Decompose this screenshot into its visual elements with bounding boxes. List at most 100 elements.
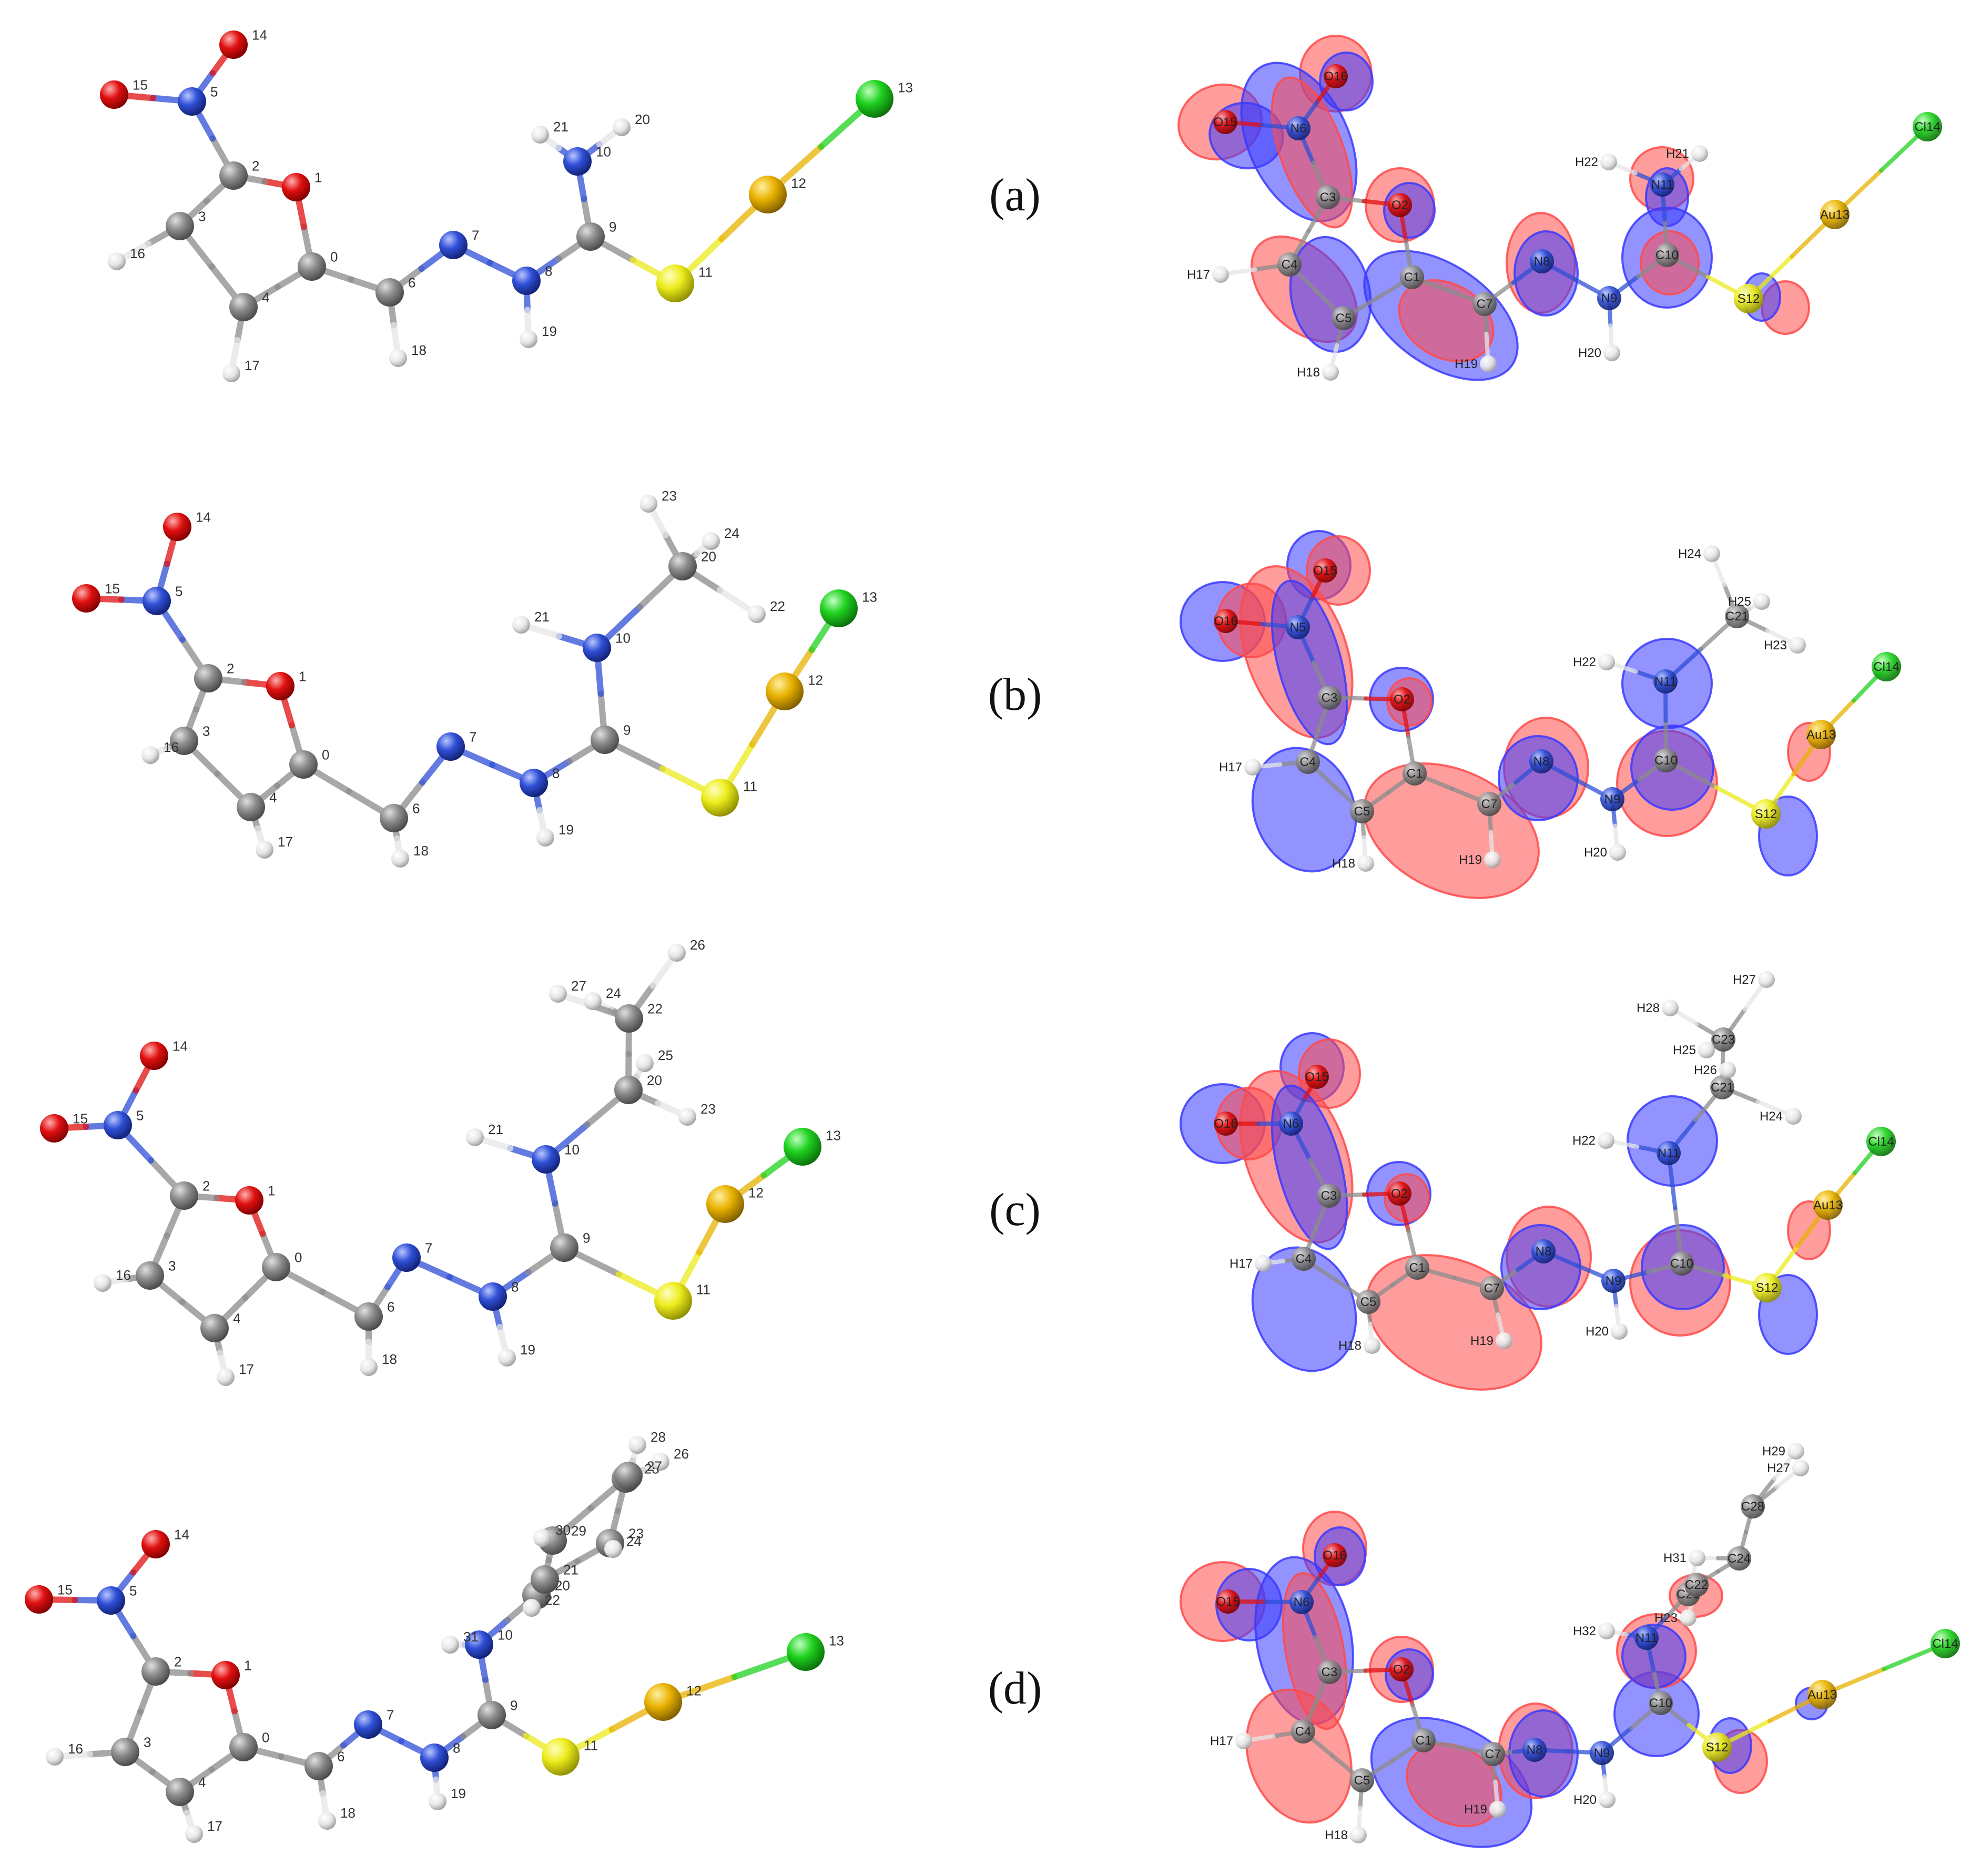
atom-label: H18 — [1325, 1828, 1348, 1842]
atom-C5 — [1356, 1290, 1380, 1314]
atom-number-label: 10 — [615, 630, 631, 646]
atom-label: O2 — [1393, 1663, 1410, 1677]
atom-22 — [523, 1599, 541, 1617]
atom-label: H19 — [1464, 1802, 1487, 1817]
atom-number-label: 6 — [412, 801, 420, 817]
atom-number-label: 19 — [451, 1786, 466, 1801]
atom-H25 — [1753, 593, 1770, 610]
atom-number-label: 25 — [658, 1047, 673, 1063]
atom-C3 — [1316, 185, 1340, 209]
atom-H31 — [1689, 1549, 1705, 1566]
atom-Au13 — [1806, 720, 1836, 749]
atom-S12 — [1702, 1732, 1732, 1762]
atom-label: H27 — [1767, 1461, 1790, 1475]
atom-label: N6 — [1291, 121, 1307, 136]
atom-12 — [706, 1185, 744, 1223]
atom-N9 — [1597, 286, 1621, 310]
atom-H22 — [1598, 1132, 1614, 1149]
atom-label: C7 — [1484, 1281, 1500, 1296]
atom-19 — [429, 1792, 446, 1810]
atom-number-label: 0 — [262, 1730, 269, 1746]
atom-number-label: 8 — [545, 263, 552, 279]
atom-number-label: 0 — [294, 1250, 302, 1266]
atom-13 — [856, 80, 893, 118]
atom-C10 — [1670, 1251, 1694, 1276]
atom-N9 — [1601, 1269, 1626, 1293]
atom-6 — [375, 278, 404, 307]
atom-label: H17 — [1230, 1257, 1253, 1271]
atom-label: Au13 — [1820, 208, 1850, 222]
atom-number-label: 15 — [133, 77, 148, 93]
atom-label: N11 — [1654, 675, 1677, 689]
atom-number-label: 27 — [571, 978, 586, 994]
atom-N11 — [1650, 172, 1674, 197]
atom-17 — [222, 364, 240, 382]
atom-9 — [591, 726, 619, 754]
atom-number-label: 16 — [130, 246, 145, 261]
atom-2 — [219, 161, 248, 190]
atom-2 — [194, 664, 222, 692]
orbital-lobes — [1177, 35, 1810, 381]
atom-12 — [749, 176, 787, 213]
atom-number-label: 3 — [168, 1258, 176, 1274]
atom-label: C4 — [1296, 1252, 1312, 1266]
atom-C7 — [1480, 1276, 1504, 1300]
atom-O16 — [1214, 1112, 1238, 1136]
atom-21 — [466, 1128, 484, 1146]
atom-number-label: 7 — [469, 729, 476, 745]
atom-23 — [678, 1108, 696, 1126]
atom-label: C1 — [1407, 767, 1423, 781]
atom-number-label: 18 — [411, 342, 426, 358]
atom-Cl14 — [1872, 652, 1901, 681]
atom-C1 — [1400, 265, 1424, 289]
atom-16 — [46, 1748, 64, 1766]
atom-label: C3 — [1320, 190, 1336, 205]
atom-C4 — [1277, 252, 1302, 277]
atom-label: Au13 — [1807, 1688, 1837, 1702]
atom-N6 — [1286, 116, 1310, 140]
atom-19 — [520, 330, 537, 348]
atom-label: C5 — [1360, 1295, 1377, 1309]
atom-H29 — [1787, 1443, 1804, 1460]
atom-number-label: 22 — [545, 1592, 560, 1608]
atom-O16 — [1214, 609, 1238, 633]
atom-label: C4 — [1300, 755, 1316, 769]
atom-10 — [563, 147, 592, 176]
atom-label: N6 — [1283, 1117, 1299, 1131]
atom-label: O16 — [1214, 614, 1237, 628]
atom-4 — [166, 1778, 194, 1806]
atom-number-label: 23 — [700, 1101, 716, 1117]
atom-C23 — [1711, 1027, 1735, 1052]
panel-3: 0123456789101112131415161718192021222324… — [25, 1429, 1960, 1848]
atom-label: Cl14 — [1932, 1637, 1958, 1651]
atom-label: O15 — [1313, 564, 1337, 578]
atom-H19 — [1484, 851, 1501, 868]
atom-24 — [604, 1540, 622, 1558]
atom-13 — [787, 1633, 825, 1671]
atom-N11 — [1653, 669, 1678, 694]
atom-18 — [389, 349, 407, 367]
atom-label: H18 — [1338, 1339, 1362, 1353]
atom-H23 — [1680, 1609, 1696, 1626]
atom-C1 — [1411, 1728, 1436, 1752]
atom-H28 — [1662, 1000, 1679, 1016]
panel-label: (a) — [989, 170, 1041, 221]
atom-label: N11 — [1651, 178, 1673, 192]
atom-number-label: 0 — [330, 249, 338, 265]
atom-number-label: 4 — [262, 290, 269, 305]
atom-20 — [614, 1076, 643, 1104]
atom-O16 — [1324, 64, 1348, 88]
atom-30 — [533, 1529, 551, 1547]
atom-12 — [644, 1683, 682, 1721]
atom-Cl14 — [1913, 112, 1942, 141]
atom-number-label: 8 — [511, 1279, 519, 1295]
atom-number-label: 12 — [808, 672, 823, 688]
atom-H27 — [1792, 1460, 1809, 1476]
atom-label: H18 — [1297, 365, 1320, 380]
atom-label: C3 — [1322, 1665, 1338, 1679]
atom-number-label: 22 — [647, 1001, 663, 1017]
